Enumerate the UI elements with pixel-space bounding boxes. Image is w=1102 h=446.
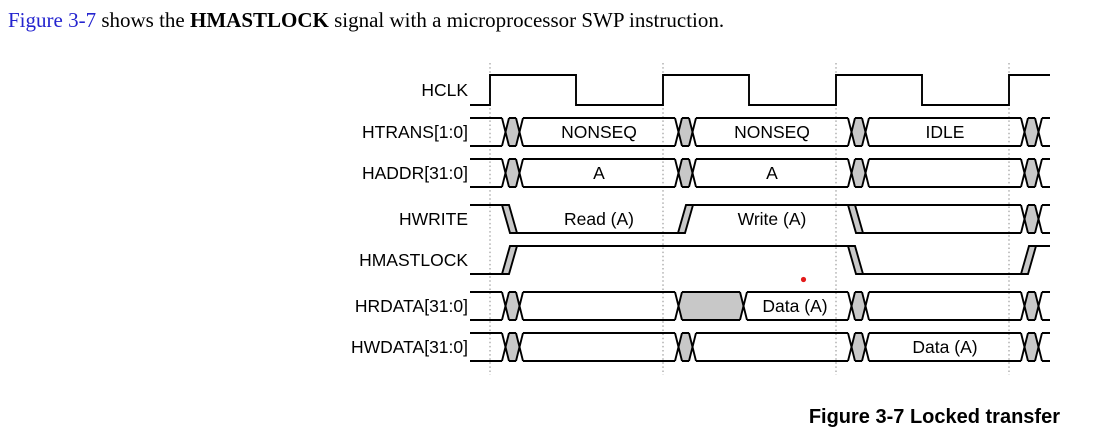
hmastlock-waveform <box>470 245 1050 275</box>
signal-label-htrans: HTRANS[1:0] <box>362 122 468 142</box>
htrans-waveform <box>470 117 1050 147</box>
figure-link[interactable]: Figure 3-7 <box>8 8 97 32</box>
haddr-waveform <box>470 158 1050 188</box>
figure-caption: Figure 3-7 Locked transfer <box>808 406 1060 428</box>
signal-label-hwrite: HWRITE <box>399 209 468 229</box>
hrdata-invalid-region <box>678 292 744 320</box>
signal-label-haddr: HADDR[31:0] <box>362 163 468 183</box>
haddr-value-cycle1: A <box>593 163 605 183</box>
hrdata-waveform <box>470 291 1050 321</box>
red-marker-dot <box>800 276 807 283</box>
htrans-value-cycle3: IDLE <box>926 122 965 142</box>
signal-label-hrdata: HRDATA[31:0] <box>355 296 468 316</box>
hclk-waveform <box>470 74 1050 106</box>
intro-paragraph: Figure 3-7 shows the HMASTLOCK signal wi… <box>8 8 724 33</box>
htrans-value-cycle1: NONSEQ <box>561 122 637 142</box>
signal-label-hclk: HCLK <box>421 80 468 100</box>
intro-text-mid: shows the <box>96 8 190 32</box>
hwrite-waveform <box>470 204 1050 234</box>
haddr-value-cycle2: A <box>766 163 778 183</box>
hwrite-value-cycle1: Read (A) <box>564 209 634 229</box>
intro-text-rest: signal with a microprocessor SWP instruc… <box>328 8 725 32</box>
htrans-value-cycle2: NONSEQ <box>734 122 810 142</box>
hrdata-value: Data (A) <box>762 296 827 316</box>
hmastlock-keyword: HMASTLOCK <box>190 8 329 32</box>
hwdata-waveform <box>470 332 1050 362</box>
hwrite-value-cycle2: Write (A) <box>738 209 807 229</box>
clock-edge-guides <box>489 63 1010 375</box>
signal-label-hmastlock: HMASTLOCK <box>359 250 468 270</box>
hwdata-value: Data (A) <box>912 337 977 357</box>
signal-label-hwdata: HWDATA[31:0] <box>351 337 468 357</box>
